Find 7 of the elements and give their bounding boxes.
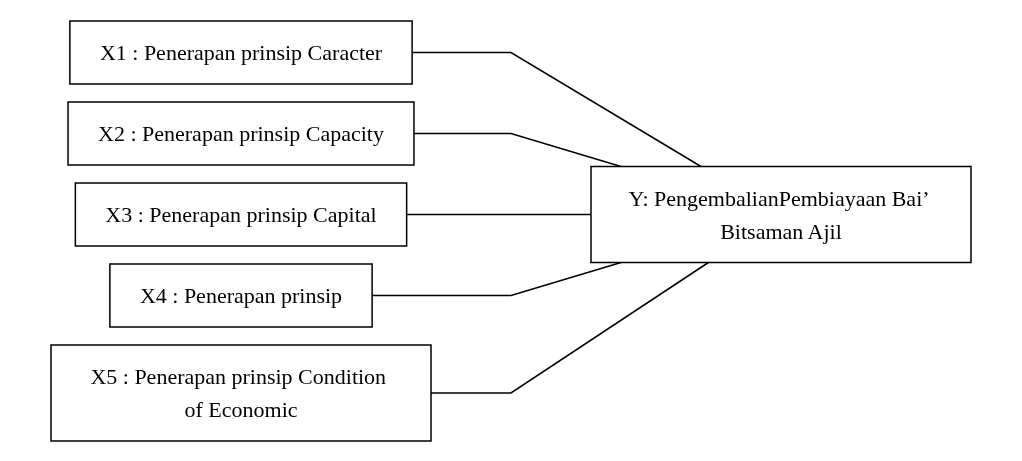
node-box: X5 : Penerapan prinsip Condition of Economic	[50, 343, 432, 442]
node-box: X4 : Penerapan prinsip	[109, 262, 373, 328]
node-box: X1 : Penerapan prinsip Caracter	[69, 19, 413, 85]
node-box: X3 : Penerapan prinsip Capital	[74, 181, 408, 247]
node-box: Y: PengembalianPembiayaan Bai’ Bitsaman Ajil	[590, 165, 972, 263]
node-box: X2 : Penerapan prinsip Capacity	[67, 100, 415, 166]
connector	[413, 132, 622, 167]
